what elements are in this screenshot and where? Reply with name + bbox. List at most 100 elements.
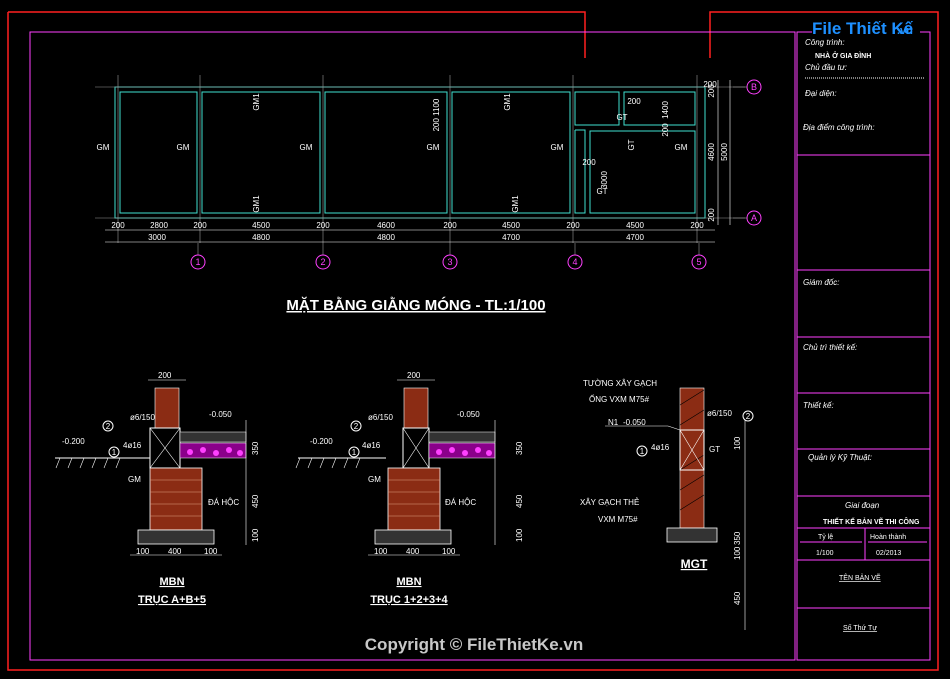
d2-top-dim: 200 (407, 371, 421, 380)
d2-stirrup: ø6/150 (368, 413, 393, 422)
project-label: Công trình: (805, 38, 845, 47)
d1-level-left: -0.200 (62, 437, 85, 446)
done-value: 02/2013 (876, 550, 901, 557)
d3-wall: TƯỜNG XÂY GẠCH (583, 379, 657, 388)
gt-label-1: GT (616, 113, 627, 122)
d3-brick-mortar: VXM M75# (598, 515, 638, 524)
dim-right-1: 200 (707, 84, 716, 98)
d1-dim-v2: 450 (251, 494, 260, 508)
d2-name: MBN (396, 576, 421, 588)
dim-r2-3: 4800 (377, 233, 395, 242)
d3-dim-v4: 450 (733, 591, 742, 605)
d2-axis1: 1 (352, 448, 357, 457)
d2-dim-b1: 100 (374, 547, 388, 556)
dim-inner-7: 200 (703, 80, 717, 89)
axis-4: 4 (572, 257, 577, 267)
dim-right-2: 4600 (707, 143, 716, 161)
detail-mbn-1-2-3-4: 200 ø6/150 4ø16 -0.050 -0.200 GM ĐÁ HỘC … (295, 371, 524, 606)
d3-brick: XÂY GẠCH THẺ (580, 498, 639, 507)
dim-inner-1: 200 (627, 97, 641, 106)
plan-title: MẶT BẰNG GIẰNG MÓNG - TL:1/100 (286, 296, 545, 314)
d1-stone: ĐÁ HỘC (208, 498, 239, 507)
d2-dim-b3: 100 (442, 547, 456, 556)
axis-b: B (751, 82, 757, 92)
detail-mbn-a-b-5: 200 ø6/150 4ø16 -0.050 -0.200 GM ĐÁ HỘC … (55, 371, 260, 606)
d3-stirrup: ø6/150 (707, 409, 732, 418)
detail-mgt: TƯỜNG XÂY GẠCH ỐNG VXM M75# ø6/150 N1 -0… (580, 379, 754, 630)
scale-value: 1/100 (816, 550, 834, 557)
tech-label: Quản lý Kỹ Thuật: (808, 453, 872, 462)
d3-axis2: 2 (746, 412, 751, 421)
project-value: NHÀ Ở GIA ĐÌNH (815, 51, 871, 60)
d3-level-tag: N1 (608, 418, 619, 427)
dim-r2-4: 4700 (502, 233, 520, 242)
dim-r1-9: 200 (566, 221, 580, 230)
dim-r1-6: 4600 (377, 221, 395, 230)
axis-3: 3 (447, 257, 452, 267)
d2-dim-v2: 450 (515, 494, 524, 508)
d3-axis1: 1 (640, 447, 645, 456)
dim-inner-6: 200 (582, 158, 596, 167)
dim-right-4: 5000 (720, 143, 729, 161)
director-label: Giám đốc: (803, 278, 839, 287)
dim-r1-3: 200 (193, 221, 207, 230)
dim-r1-2: 2800 (150, 221, 168, 230)
dim-r2-2: 4800 (252, 233, 270, 242)
brand-file: File (812, 19, 841, 38)
d2-dim-b2: 400 (406, 547, 420, 556)
d2-gm: GM (368, 475, 381, 484)
dim-right-3: 200 (707, 208, 716, 222)
d3-dim-v2: 350 (733, 531, 742, 545)
gm-label-2: GM (177, 143, 190, 152)
dim-r2-1: 3000 (148, 233, 166, 242)
scale-label: Tỷ lệ (818, 534, 833, 541)
foundation-beam-plan: 200 2800 200 4500 200 4600 200 4500 200 … (95, 75, 762, 314)
d1-level-top: -0.050 (209, 410, 232, 419)
gt-label-3: GT (596, 187, 607, 196)
d1-top-dim: 200 (158, 371, 172, 380)
dim-r1-4: 4500 (252, 221, 270, 230)
phase-value: THIẾT KẾ BẢN VẼ THI CÔNG (823, 516, 920, 526)
d1-bar: 4ø16 (123, 441, 142, 450)
title-block: Công trình: NHÀ Ở GIA ĐÌNH Chủ đầu tư: Đ… (797, 38, 930, 632)
d1-dim-b1: 100 (136, 547, 150, 556)
d1-axes: TRỤC A+B+5 (138, 594, 206, 606)
d1-dim-v1: 350 (251, 441, 260, 455)
rep-label: Đại diện: (805, 89, 837, 98)
brand-thietke: Thiết Kế (846, 19, 914, 38)
dim-r1-11: 200 (690, 221, 704, 230)
d2-level-left: -0.200 (310, 437, 333, 446)
gm-label-3: GM (300, 143, 313, 152)
d1-stirrup: ø6/150 (130, 413, 155, 422)
gt-label-2: GT (627, 139, 636, 150)
sheet-no-label: Số Thứ Tự (843, 623, 877, 632)
axis-5: 5 (696, 257, 701, 267)
d1-gm: GM (128, 475, 141, 484)
d2-bar: 4ø16 (362, 441, 381, 450)
sheet-name-label: TÊN BẢN VẼ (839, 573, 881, 582)
done-label: Hoàn thành (870, 534, 906, 541)
dim-r2-5: 4700 (626, 233, 644, 242)
gm1-label-1: GM1 (252, 93, 261, 111)
dim-r1-10: 4500 (626, 221, 644, 230)
d2-dim-v1: 350 (515, 441, 524, 455)
axis-1: 1 (195, 257, 200, 267)
d2-dim-v3: 100 (515, 528, 524, 542)
d3-dim-v1: 100 (733, 436, 742, 450)
dim-r1-5: 200 (316, 221, 330, 230)
d3-mortar: ỐNG VXM M75# (589, 394, 650, 404)
chief-label: Chủ trì thiết kế: (803, 343, 857, 352)
copyright-text: Copyright © FileThietKe.vn (365, 635, 583, 654)
gm-label-5: GM (551, 143, 564, 152)
gm-label-1: GM (97, 143, 110, 152)
gm1-label-2: GM1 (252, 195, 261, 213)
d2-stone: ĐÁ HỘC (445, 498, 476, 507)
d3-gt: GT (709, 445, 720, 454)
d1-name: MBN (159, 576, 184, 588)
d1-axis2: 2 (106, 422, 111, 431)
brand-vn: .vn (897, 25, 913, 37)
d1-dim-b2: 400 (168, 547, 182, 556)
d2-axes: TRỤC 1+2+3+4 (370, 594, 448, 606)
d2-axis2: 2 (354, 422, 359, 431)
dim-inner-4: 3000 (600, 171, 609, 189)
